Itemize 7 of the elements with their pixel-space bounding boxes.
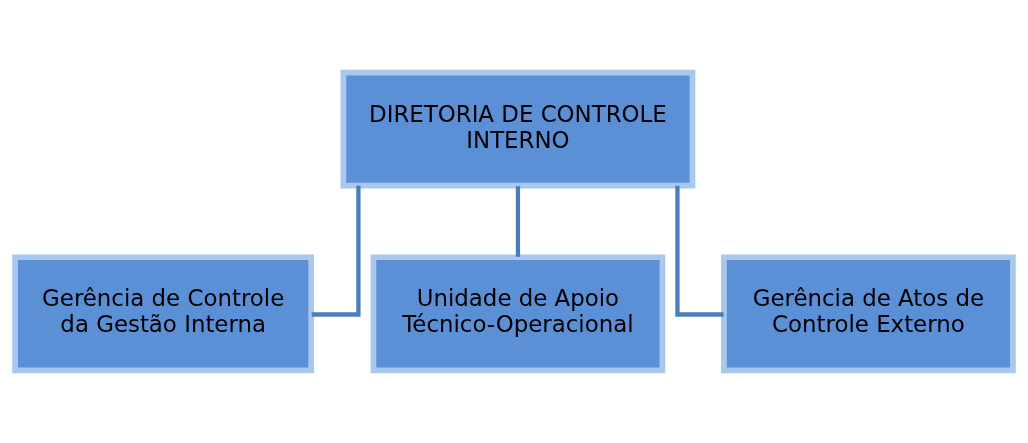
node-box: Unidade de Apoio Técnico-Operacional [370, 254, 666, 374]
connector [515, 186, 521, 257]
connector [675, 185, 724, 317]
node-box: Gerência de Atos de Controle Externo [721, 254, 1016, 374]
connector [311, 185, 361, 317]
node-box: DIRETORIA DE CONTROLE INTERNO [340, 69, 696, 189]
node-box: Gerência de Controle da Gestão Interna [12, 254, 315, 374]
